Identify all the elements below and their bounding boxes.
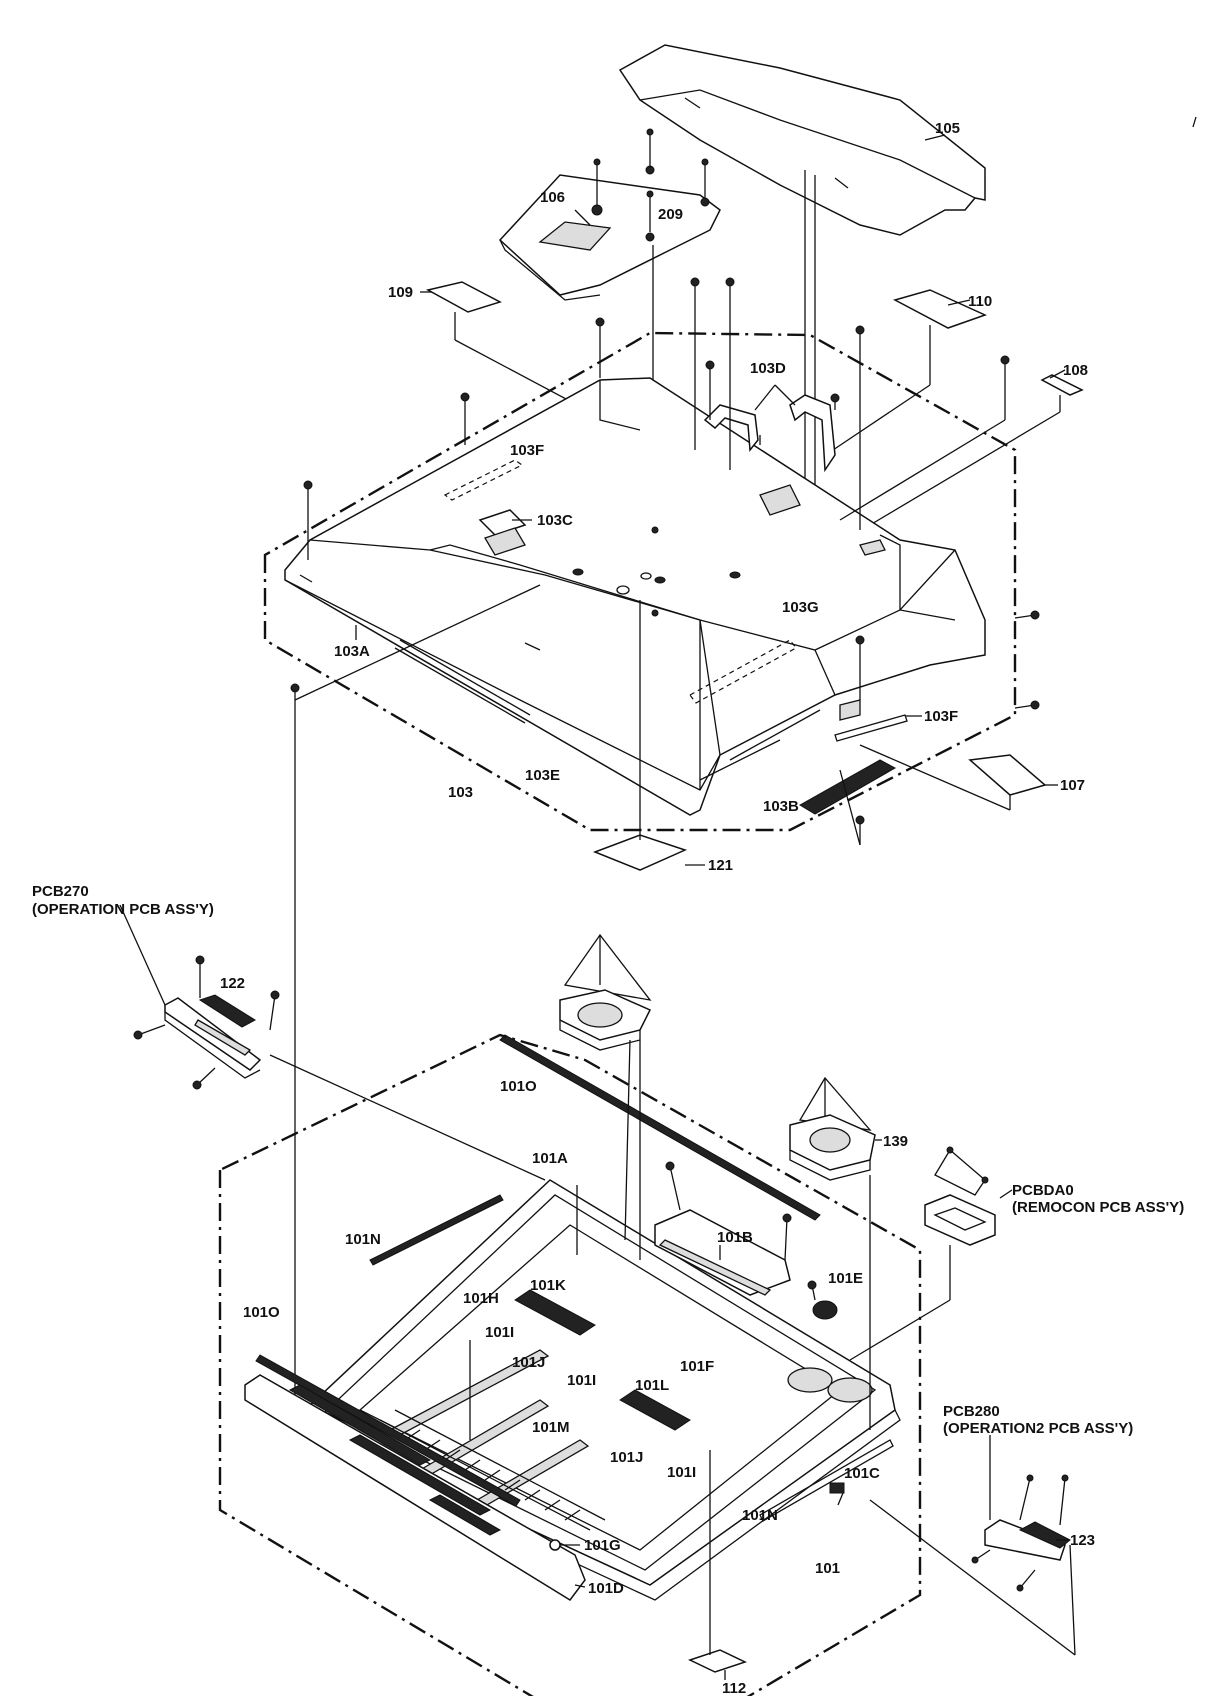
label-112: 112: [722, 1680, 746, 1696]
label-101F: 101F: [680, 1358, 714, 1375]
bezel-101D: [244, 1374, 586, 1601]
note-pcbda0-line1: PCBDA0: [1012, 1182, 1074, 1199]
label-103C: 103C: [537, 512, 573, 529]
label-101I-a: 101I: [485, 1324, 514, 1341]
label-139: 139: [883, 1133, 908, 1150]
label-101H: 101H: [463, 1290, 499, 1307]
label-101G: 101G: [584, 1537, 621, 1554]
bar-101N-right: [759, 1439, 894, 1522]
gasket-103G: [689, 639, 797, 704]
label-101M: 101M: [532, 1419, 570, 1436]
label-103F-right: 103F: [924, 708, 958, 725]
screws-top: [290, 277, 1040, 1410]
assembly-boundary-103: [263, 331, 1017, 832]
rear-cover-105: [618, 44, 986, 520]
front-cabinet-101: [304, 1179, 901, 1601]
label-101E: 101E: [828, 1270, 863, 1287]
label-101J-a: 101J: [512, 1354, 545, 1371]
label-103F-top: 103F: [510, 442, 544, 459]
strip-103E: [399, 639, 531, 716]
label-101N-right: 101N: [742, 1507, 778, 1524]
label-109: 109: [388, 284, 413, 301]
label-101O-left: 101O: [243, 1304, 280, 1321]
part-labels: 105 106 209 109 110 108 103D 103F 103C 1…: [220, 120, 1095, 1696]
label-121: 121: [708, 857, 733, 874]
label-122: 122: [220, 975, 245, 992]
speaker-139: [789, 1076, 876, 1181]
label-101C: 101C: [844, 1465, 880, 1482]
label-101J-b: 101J: [610, 1449, 643, 1466]
pad-121: [592, 600, 688, 871]
stand-bracket-106: [498, 128, 721, 600]
label-101A: 101A: [532, 1150, 568, 1167]
label-209: 209: [658, 206, 683, 223]
strip-103F-right: [834, 714, 908, 742]
assembly-boundary-101: [218, 1033, 922, 1696]
note-pcb280-line1: PCB280: [943, 1403, 1000, 1420]
label-103D: 103D: [750, 360, 786, 377]
bar-101N-left: [369, 1194, 504, 1266]
label-103B: 103B: [763, 798, 799, 815]
label-101N-left: 101N: [345, 1231, 381, 1248]
label-103A: 103A: [334, 643, 370, 660]
label-101D: 101D: [588, 1580, 624, 1597]
label-110: 110: [968, 293, 992, 310]
speaker-top: [559, 933, 652, 1051]
note-pcb280-line2: (OPERATION2 PCB ASS'Y): [943, 1420, 1133, 1437]
handle-103D: [703, 394, 836, 473]
label-105: 105: [935, 120, 960, 137]
label-101B: 101B: [717, 1229, 753, 1246]
bar-101O-left: [255, 1354, 521, 1507]
label-101I-c: 101I: [667, 1464, 696, 1481]
screws-bottom: [469, 1039, 871, 1440]
label-101L: 101L: [635, 1377, 669, 1394]
speaker-grille-103B: [799, 759, 897, 815]
label-103G: 103G: [782, 599, 819, 616]
label-123: 123: [1070, 1532, 1095, 1549]
rear-cabinet-103: [284, 377, 986, 816]
pad-112: [688, 1450, 747, 1673]
operation-pcb-270: [119, 904, 546, 1181]
label-108: 108: [1063, 362, 1088, 379]
label-101I-b: 101I: [567, 1372, 596, 1389]
label-103: 103: [448, 784, 473, 801]
label-101: 101: [815, 1560, 840, 1577]
assembly-notes: PCB270 (OPERATION PCB ASS'Y) PCBDA0 (REM…: [32, 883, 1184, 1437]
stray-mark: [1192, 116, 1197, 128]
leader-lines: [355, 134, 1068, 1680]
label-107: 107: [1060, 777, 1085, 794]
part-101G: [549, 1539, 561, 1551]
operation2-pcb-280: [869, 1435, 1076, 1656]
label-103E: 103E: [525, 767, 560, 784]
remocon-pcb-DA0: [849, 1146, 996, 1361]
note-pcb270-line2: (OPERATION PCB ASS'Y): [32, 901, 214, 918]
label-101K: 101K: [530, 1277, 566, 1294]
pad-108: [869, 374, 1084, 526]
note-pcbda0-line2: (REMOCON PCB ASS'Y): [1012, 1199, 1184, 1216]
pad-107: [859, 744, 1047, 811]
label-101O-top: 101O: [500, 1078, 537, 1095]
note-pcb270-line1: PCB270: [32, 883, 89, 900]
label-106: 106: [540, 189, 565, 206]
pad-110: [832, 289, 988, 451]
